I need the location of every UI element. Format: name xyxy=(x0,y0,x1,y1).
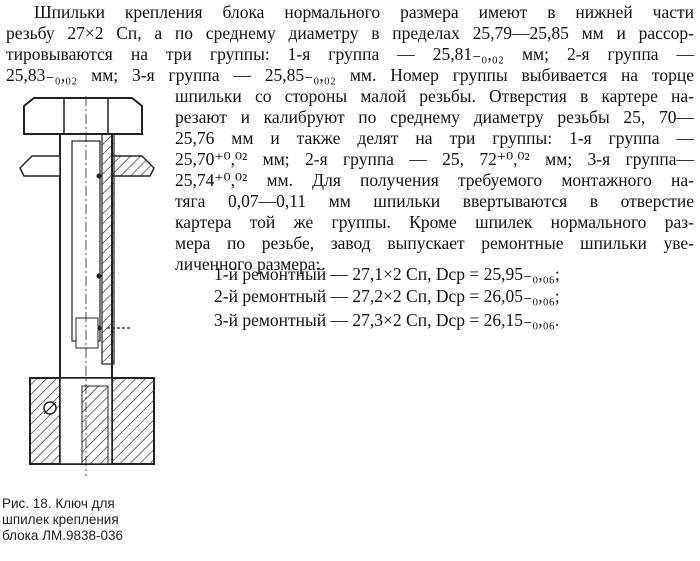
text-line-10: тяга 0,07—0,11 мм шпильки ввертываются в… xyxy=(175,191,694,211)
text-line-1: Шпильки крепления блока нормального разм… xyxy=(34,2,694,22)
formula-repair-3: 3-й ремонтный — 27,3×2 Сп, Dср = 26,15₋₀… xyxy=(214,310,560,330)
text-line-6: резают и калибруют по среднему диаметру … xyxy=(175,107,694,127)
figure-caption: Рис. 18. Ключ для шпилек крепления блока… xyxy=(2,496,172,544)
text-line-13: личенного размера: xyxy=(175,254,321,274)
text-line-7: 25,76 мм и также делят на три группы: 1-… xyxy=(175,128,694,148)
caption-line-2: шпилек крепления xyxy=(2,512,119,527)
text-line-9: 25,74⁺⁰,⁰² мм. Для получения требуемого … xyxy=(175,170,694,190)
caption-line-1: Рис. 18. Ключ для xyxy=(2,496,115,511)
text-line-5: шпильки со стороны малой резьбы. Отверст… xyxy=(175,86,694,106)
key-drawing-figure xyxy=(19,96,155,476)
text-line-3: тировываются на три группы: 1-я группа —… xyxy=(6,44,694,64)
caption-line-3: блока ЛМ.9838-036 xyxy=(2,528,124,543)
text-line-12: мера по резьбе, завод выпускает ремонтны… xyxy=(175,233,694,253)
formula-repair-1: 1-й ремонтный — 27,1×2 Сп, Dср = 25,95₋₀… xyxy=(214,264,560,284)
text-line-8: 25,70⁺⁰,⁰² мм; 2-я группа — 25, 72⁺⁰,⁰² … xyxy=(175,149,694,169)
text-line-11: картера той же группы. Кроме шпилек норм… xyxy=(175,212,694,232)
text-line-4: 25,83₋₀,₀₂ мм; 3-я группа — 25,85₋₀,₀₂ м… xyxy=(6,65,694,85)
formula-repair-2: 2-й ремонтный — 27,2×2 Сп, Dср = 26,05₋₀… xyxy=(214,286,560,306)
text-line-2: резьбу 27×2 Сп, а по среднему диаметру в… xyxy=(6,23,694,43)
